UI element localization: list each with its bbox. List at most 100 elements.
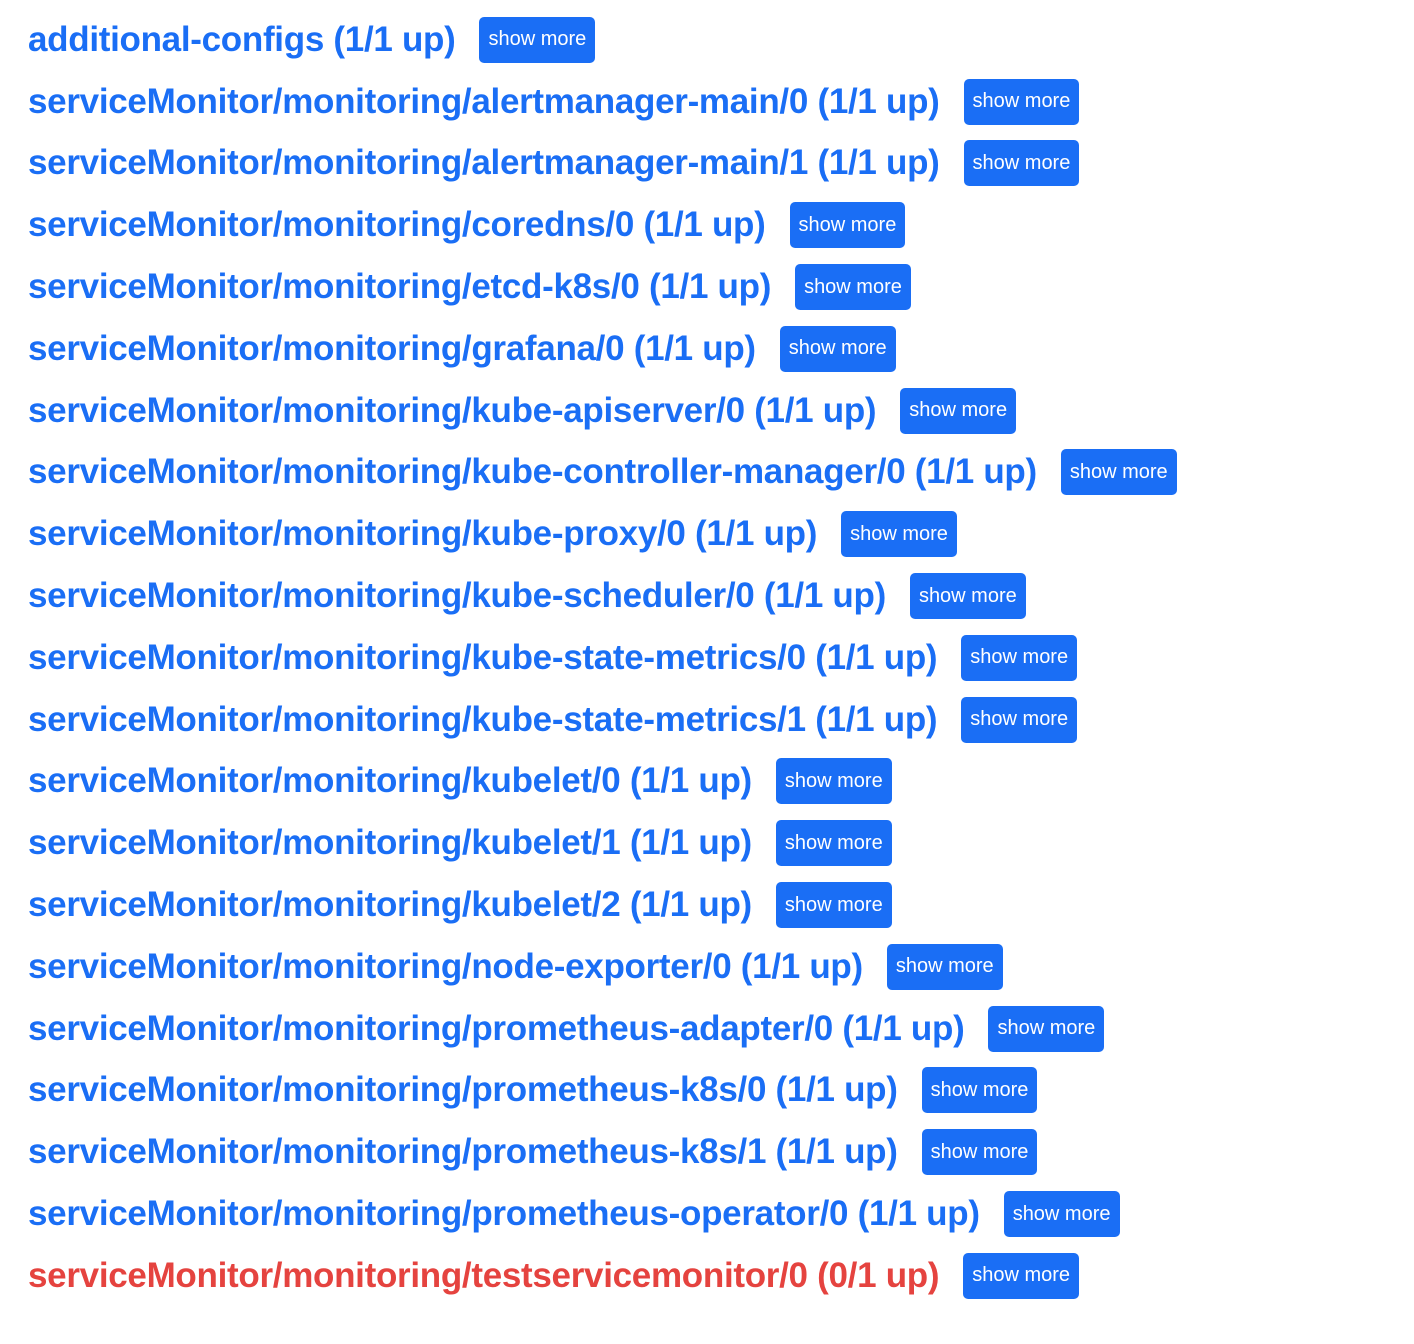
target-name: serviceMonitor/monitoring/kubelet/1 xyxy=(28,823,621,863)
show-more-button[interactable]: show more xyxy=(909,573,1026,620)
target-name: serviceMonitor/monitoring/kube-apiserver… xyxy=(28,390,745,430)
target-status: (1/1 up) xyxy=(857,1194,980,1234)
target-title-link[interactable]: serviceMonitor/monitoring/kube-controlle… xyxy=(28,452,1037,492)
target-title-link[interactable]: serviceMonitor/monitoring/grafana/0 (1/1… xyxy=(28,329,756,369)
target-status: (1/1 up) xyxy=(629,823,752,863)
target-name: serviceMonitor/monitoring/prometheus-ope… xyxy=(28,1194,849,1234)
show-more-button[interactable]: show more xyxy=(795,264,911,311)
show-more-button[interactable]: show more xyxy=(988,1005,1105,1052)
show-more-button[interactable]: show more xyxy=(841,511,957,558)
target-name: serviceMonitor/monitoring/node-exporter/… xyxy=(28,946,732,986)
target-name: serviceMonitor/monitoring/prometheus-k8s… xyxy=(28,1070,767,1110)
target-row: serviceMonitor/monitoring/alertmanager-m… xyxy=(28,133,1414,195)
target-title-link[interactable]: serviceMonitor/monitoring/prometheus-k8s… xyxy=(28,1132,898,1172)
target-name: serviceMonitor/monitoring/kubelet/0 xyxy=(28,761,621,801)
show-more-button[interactable]: show more xyxy=(886,943,1003,990)
target-status: (1/1 up) xyxy=(817,143,940,183)
target-title-link[interactable]: serviceMonitor/monitoring/node-exporter/… xyxy=(28,947,863,987)
target-status: (1/1 up) xyxy=(754,390,877,430)
target-title-link[interactable]: serviceMonitor/monitoring/kube-proxy/0 (… xyxy=(28,514,817,554)
target-name: serviceMonitor/monitoring/testservicemon… xyxy=(28,1255,808,1295)
target-title-link[interactable]: serviceMonitor/monitoring/etcd-k8s/0 (1/… xyxy=(28,267,771,307)
target-name: serviceMonitor/monitoring/prometheus-ada… xyxy=(28,1008,833,1048)
show-more-button[interactable]: show more xyxy=(963,140,1080,187)
target-status: (1/1 up) xyxy=(842,1008,965,1048)
target-title-link[interactable]: serviceMonitor/monitoring/alertmanager-m… xyxy=(28,143,940,183)
target-row: serviceMonitor/monitoring/prometheus-k8s… xyxy=(28,1060,1414,1122)
target-row: serviceMonitor/monitoring/etcd-k8s/0 (1/… xyxy=(28,256,1414,318)
target-name: serviceMonitor/monitoring/alertmanager-m… xyxy=(28,81,809,121)
target-status: (1/1 up) xyxy=(914,452,1037,492)
show-more-button[interactable]: show more xyxy=(961,696,1078,743)
target-status: (1/1 up) xyxy=(649,267,772,307)
target-status: (0/1 up) xyxy=(817,1255,940,1295)
target-row: serviceMonitor/monitoring/node-exporter/… xyxy=(28,936,1414,998)
target-row: serviceMonitor/monitoring/prometheus-ope… xyxy=(28,1183,1414,1245)
target-row: serviceMonitor/monitoring/kubelet/0 (1/1… xyxy=(28,751,1414,813)
target-name: serviceMonitor/monitoring/kube-state-met… xyxy=(28,637,806,677)
show-more-button[interactable]: show more xyxy=(900,387,1017,434)
show-more-button[interactable]: show more xyxy=(1003,1191,1120,1238)
target-row: serviceMonitor/monitoring/coredns/0 (1/1… xyxy=(28,194,1414,256)
target-status: (1/1 up) xyxy=(643,205,766,245)
target-title-link[interactable]: serviceMonitor/monitoring/kubelet/0 (1/1… xyxy=(28,761,752,801)
target-status: (1/1 up) xyxy=(763,576,886,616)
target-name: additional-configs xyxy=(28,19,324,59)
show-more-button[interactable]: show more xyxy=(779,325,896,372)
target-row: additional-configs (1/1 up) show more xyxy=(28,9,1414,71)
target-row: serviceMonitor/monitoring/grafana/0 (1/1… xyxy=(28,318,1414,380)
target-status: (1/1 up) xyxy=(817,81,940,121)
target-row: serviceMonitor/monitoring/prometheus-k8s… xyxy=(28,1121,1414,1183)
target-status: (1/1 up) xyxy=(633,328,756,368)
target-row: serviceMonitor/monitoring/kube-apiserver… xyxy=(28,380,1414,442)
target-status: (1/1 up) xyxy=(775,1132,898,1172)
target-row: serviceMonitor/monitoring/testservicemon… xyxy=(28,1245,1414,1307)
show-more-button[interactable]: show more xyxy=(921,1129,1038,1176)
target-status: (1/1 up) xyxy=(815,699,938,739)
target-name: serviceMonitor/monitoring/kube-proxy/0 xyxy=(28,514,686,554)
target-name: serviceMonitor/monitoring/kube-state-met… xyxy=(28,699,806,739)
target-status: (1/1 up) xyxy=(695,514,818,554)
show-more-button[interactable]: show more xyxy=(775,882,892,929)
show-more-button[interactable]: show more xyxy=(789,202,906,249)
show-more-button[interactable]: show more xyxy=(963,1252,1080,1299)
target-status: (1/1 up) xyxy=(629,761,752,801)
target-row: serviceMonitor/monitoring/kube-state-met… xyxy=(28,689,1414,751)
show-more-button[interactable]: show more xyxy=(479,16,596,63)
target-row: serviceMonitor/monitoring/kube-state-met… xyxy=(28,627,1414,689)
target-title-link[interactable]: serviceMonitor/monitoring/prometheus-ope… xyxy=(28,1194,980,1234)
show-more-button[interactable]: show more xyxy=(1060,449,1177,496)
target-title-link[interactable]: serviceMonitor/monitoring/coredns/0 (1/1… xyxy=(28,205,766,245)
target-status: (1/1 up) xyxy=(333,19,456,59)
target-row: serviceMonitor/monitoring/kubelet/2 (1/1… xyxy=(28,874,1414,936)
target-title-link[interactable]: additional-configs (1/1 up) xyxy=(28,19,456,60)
target-name: serviceMonitor/monitoring/kubelet/2 xyxy=(28,885,621,925)
show-more-button[interactable]: show more xyxy=(775,820,892,867)
target-title-link[interactable]: serviceMonitor/monitoring/testservicemon… xyxy=(28,1255,940,1296)
target-title-link[interactable]: serviceMonitor/monitoring/kube-apiserver… xyxy=(28,390,877,431)
target-title-link[interactable]: serviceMonitor/monitoring/prometheus-ada… xyxy=(28,1008,965,1049)
target-row: serviceMonitor/monitoring/prometheus-ada… xyxy=(28,998,1414,1060)
show-more-button[interactable]: show more xyxy=(961,634,1078,681)
target-title-link[interactable]: serviceMonitor/monitoring/kubelet/2 (1/1… xyxy=(28,885,752,925)
target-name: serviceMonitor/monitoring/coredns/0 xyxy=(28,205,634,245)
target-title-link[interactable]: serviceMonitor/monitoring/kube-scheduler… xyxy=(28,576,886,616)
target-row: serviceMonitor/monitoring/alertmanager-m… xyxy=(28,71,1414,133)
target-title-link[interactable]: serviceMonitor/monitoring/prometheus-k8s… xyxy=(28,1070,898,1110)
target-name: serviceMonitor/monitoring/kube-scheduler… xyxy=(28,576,755,616)
target-name: serviceMonitor/monitoring/prometheus-k8s… xyxy=(28,1132,767,1172)
show-more-button[interactable]: show more xyxy=(963,78,1080,125)
target-status: (1/1 up) xyxy=(815,637,938,677)
target-title-link[interactable]: serviceMonitor/monitoring/alertmanager-m… xyxy=(28,82,940,122)
show-more-button[interactable]: show more xyxy=(775,758,892,805)
target-status: (1/1 up) xyxy=(740,946,863,986)
target-name: serviceMonitor/monitoring/kube-controlle… xyxy=(28,452,906,492)
target-title-link[interactable]: serviceMonitor/monitoring/kube-state-met… xyxy=(28,699,938,740)
target-row: serviceMonitor/monitoring/kube-scheduler… xyxy=(28,565,1414,627)
target-title-link[interactable]: serviceMonitor/monitoring/kube-state-met… xyxy=(28,637,938,678)
target-status: (1/1 up) xyxy=(775,1070,898,1110)
show-more-button[interactable]: show more xyxy=(921,1067,1038,1114)
target-title-link[interactable]: serviceMonitor/monitoring/kubelet/1 (1/1… xyxy=(28,823,752,863)
target-status: (1/1 up) xyxy=(629,885,752,925)
